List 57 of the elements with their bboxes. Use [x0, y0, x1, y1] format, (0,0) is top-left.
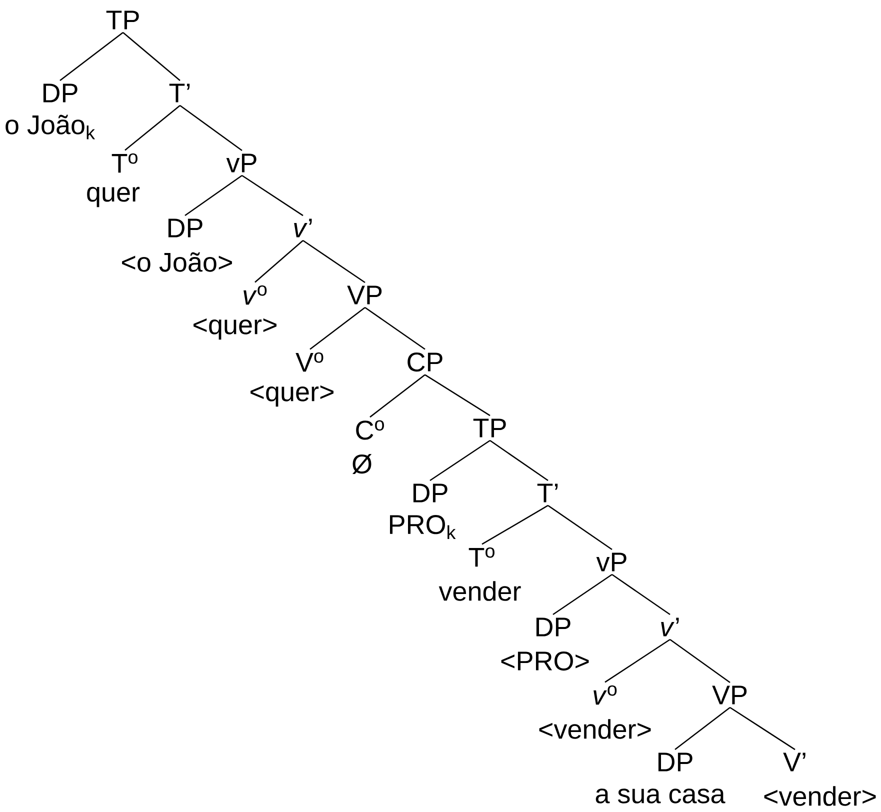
category-label: T$^{o}$ [112, 153, 138, 173]
category-label: v$^{o}$ [244, 285, 267, 305]
branch-line [424, 374, 490, 416]
category-label: v$^{o}$ [594, 685, 617, 705]
category-label: DP [43, 84, 78, 102]
branch-line [482, 504, 548, 545]
branch-line [60, 32, 124, 82]
category-label: T’ [169, 84, 190, 102]
category-label: DP [536, 618, 570, 636]
branch-line [180, 104, 242, 152]
word-label: o João$_{k}$ [6, 114, 96, 140]
category-label: T$^{o}$ [468, 547, 494, 567]
word-label: <o João> [122, 252, 232, 272]
branch-line [254, 240, 304, 283]
branch-line [310, 306, 366, 350]
category-label: T’ [537, 484, 558, 502]
category-label: TP [473, 418, 506, 438]
branch-line [122, 32, 180, 82]
word-label: a sua casa [596, 788, 726, 804]
branch-line [490, 440, 548, 482]
word-label: vender [438, 581, 521, 601]
category-label: DP [658, 752, 692, 772]
category-label: v’ [294, 218, 312, 238]
branch-line [604, 638, 670, 683]
category-label: CP [408, 352, 442, 372]
word-label: <quer> [250, 385, 334, 407]
word-label: <PRO> [501, 651, 589, 671]
word-label: <vender> [764, 786, 876, 806]
category-label: DP [413, 484, 448, 502]
word-label: Ø [352, 454, 372, 474]
branch-line [674, 706, 730, 750]
branch-line [552, 574, 612, 616]
category-label: VP [712, 686, 747, 704]
branch-line [302, 240, 366, 284]
category-label: TP [106, 10, 139, 30]
branch-line [184, 174, 242, 216]
word-label: quer [87, 186, 140, 208]
category-label: V’ [783, 752, 806, 772]
branch-line [670, 638, 730, 684]
branch-line [612, 574, 670, 616]
branch-line [124, 104, 180, 151]
category-label: v’ [661, 618, 679, 636]
branch-line [242, 174, 304, 216]
branch-line [730, 706, 796, 750]
word-label: <quer> [194, 318, 276, 340]
category-label: vP [596, 552, 626, 572]
word-label: PRO$_{k}$ [390, 515, 456, 539]
category-label: V$^{o}$ [296, 352, 324, 372]
branch-line [548, 504, 612, 550]
branch-line [370, 374, 426, 418]
branch-line [364, 306, 426, 350]
category-label: vP [226, 154, 256, 172]
category-label: VP [347, 286, 382, 304]
branch-line [430, 440, 490, 482]
word-label: <vender> [539, 719, 651, 739]
category-label: C$^{o}$ [356, 420, 384, 440]
category-label: DP [168, 218, 202, 238]
